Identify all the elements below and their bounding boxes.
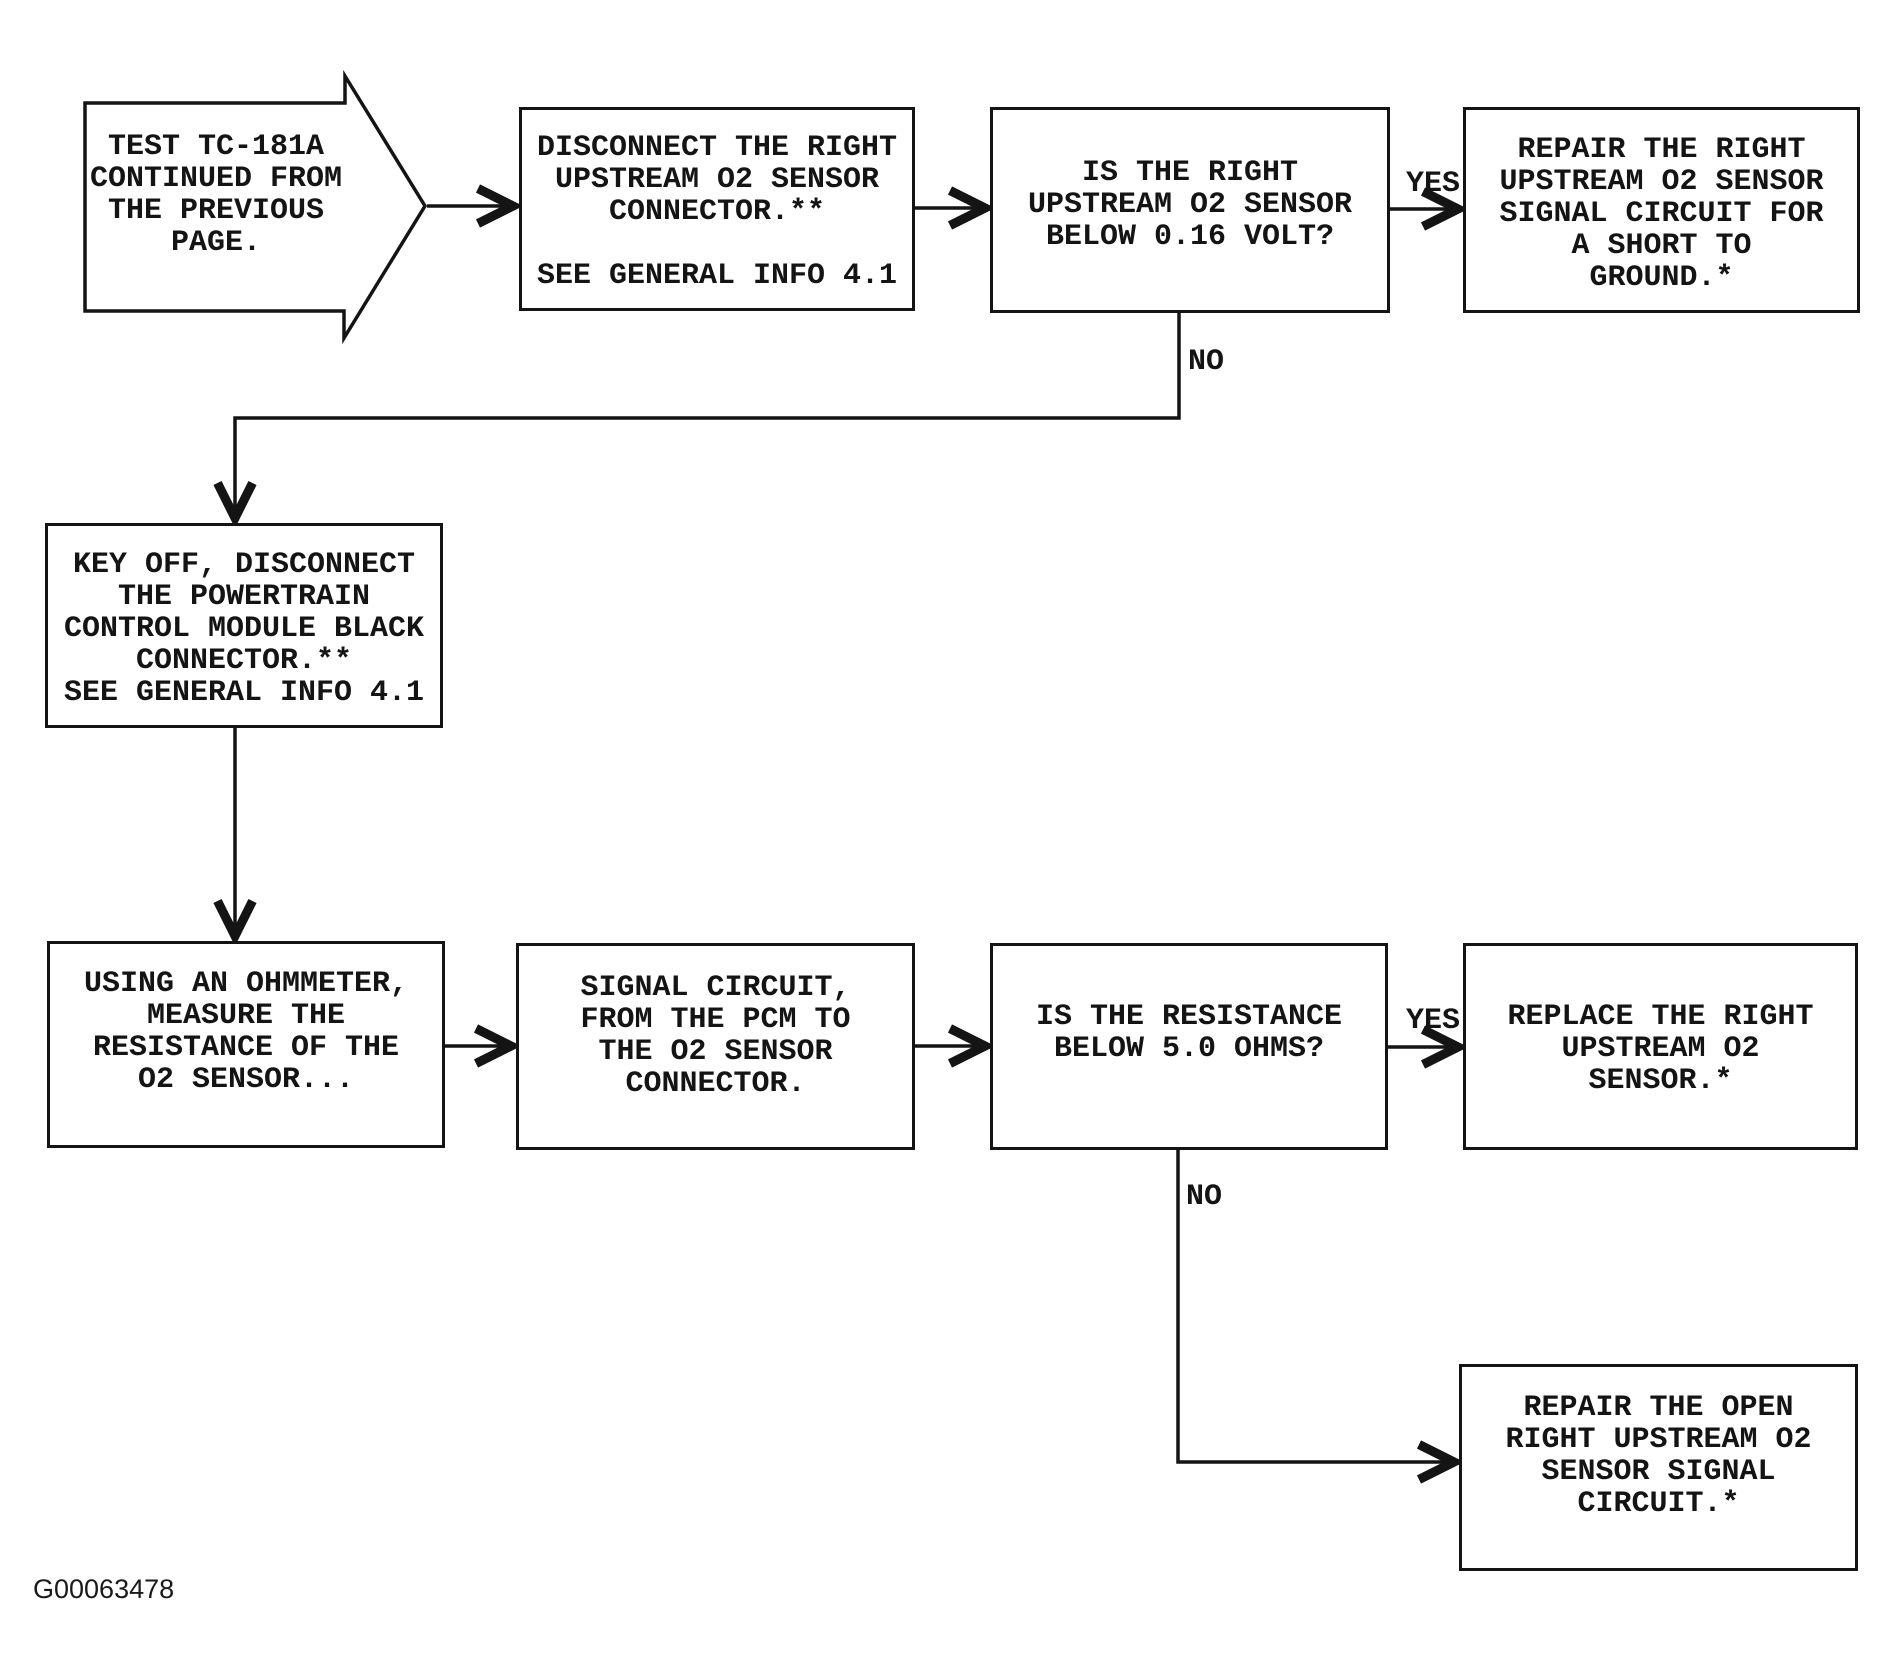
text-line: CONTINUED FROM (89, 162, 343, 196)
text-line: IS THE RESISTANCE (1035, 1000, 1343, 1034)
flow-node-repair-open-circuit: REPAIR THE OPEN RIGHT UPSTREAM O2 SENSOR… (1459, 1364, 1858, 1571)
flow-node-repair-short-to-ground: REPAIR THE RIGHT UPSTREAM O2 SENSOR SIGN… (1463, 107, 1860, 313)
text-line: CONNECTOR.** (135, 644, 353, 678)
text-line (522, 228, 912, 260)
flow-node-signal-circuit: SIGNAL CIRCUIT, FROM THE PCM TO THE O2 S… (516, 943, 915, 1150)
text-line: BELOW 5.0 OHMS? (1053, 1032, 1325, 1066)
text-line: DISCONNECT THE RIGHT (536, 131, 898, 165)
branch-label-resistance-yes: YES (1406, 1004, 1461, 1038)
text-line: UPSTREAM O2 SENSOR (554, 163, 880, 197)
text-line: SENSOR SIGNAL (1541, 1455, 1776, 1489)
text-line: SEE GENERAL INFO 4.1 (536, 259, 898, 293)
text-line: USING AN OHMMETER, (83, 967, 409, 1001)
text-line: RIGHT UPSTREAM O2 (1505, 1423, 1812, 1457)
text-line: UPSTREAM O2 (1561, 1032, 1760, 1066)
text-line: THE PREVIOUS (107, 194, 325, 228)
text-line: CONTROL MODULE BLACK (63, 612, 425, 646)
text-line: CONNECTOR. (625, 1067, 806, 1101)
flow-node-voltage-question: IS THE RIGHT UPSTREAM O2 SENSOR BELOW 0.… (990, 107, 1390, 313)
flow-node-ohmmeter-measure: USING AN OHMMETER, MEASURE THE RESISTANC… (47, 941, 445, 1148)
text-line: REPAIR THE RIGHT (1517, 133, 1806, 167)
text-line: SIGNAL CIRCUIT FOR (1499, 197, 1824, 231)
text-line: PAGE. (170, 226, 261, 260)
continuation-arrow-shape (83, 69, 428, 345)
text-line: A SHORT TO (1571, 229, 1752, 263)
flow-node-continuation: TEST TC-181A CONTINUED FROM THE PREVIOUS… (85, 103, 347, 339)
branch-label-voltage-no: NO (1188, 345, 1225, 379)
text-line: TEST TC-181A (107, 130, 325, 164)
text-line: CIRCUIT.* (1577, 1487, 1740, 1521)
flow-node-replace-sensor: REPLACE THE RIGHT UPSTREAM O2 SENSOR.* (1463, 943, 1858, 1150)
figure-id-label: G00063478 (33, 1574, 175, 1604)
text-line: BELOW 0.16 VOLT? (1045, 220, 1335, 254)
text-line: THE O2 SENSOR (598, 1035, 833, 1069)
text-line: SEE GENERAL INFO 4.1 (63, 676, 425, 710)
text-line: REPLACE THE RIGHT (1507, 1000, 1814, 1034)
text-line: THE POWERTRAIN (117, 580, 371, 614)
text-line: O2 SENSOR... (137, 1063, 355, 1097)
text-line: GROUND.* (1589, 261, 1734, 295)
connector-voltage-no (235, 313, 1181, 518)
branch-label-resistance-no: NO (1186, 1180, 1223, 1214)
text-line: KEY OFF, DISCONNECT (72, 548, 416, 582)
text-line: RESISTANCE OF THE (92, 1031, 400, 1065)
text-line: UPSTREAM O2 SENSOR (1027, 188, 1353, 222)
text-line: CONNECTOR.** (608, 195, 826, 229)
flow-node-disconnect-o2-connector: DISCONNECT THE RIGHT UPSTREAM O2 SENSOR … (519, 107, 915, 311)
branch-label-voltage-yes: YES (1406, 167, 1461, 201)
flow-node-resistance-question: IS THE RESISTANCE BELOW 5.0 OHMS? (990, 943, 1388, 1150)
text-line: MEASURE THE (146, 999, 346, 1033)
text-line: SENSOR.* (1588, 1064, 1733, 1098)
text-line: UPSTREAM O2 SENSOR (1499, 165, 1824, 199)
text-line: REPAIR THE OPEN (1523, 1391, 1794, 1425)
text-line: SIGNAL CIRCUIT, (580, 971, 851, 1005)
flow-node-key-off-disconnect-pcm: KEY OFF, DISCONNECT THE POWERTRAIN CONTR… (45, 523, 443, 728)
text-line: FROM THE PCM TO (580, 1003, 851, 1037)
text-line: IS THE RIGHT (1081, 156, 1299, 190)
connector-resistance-no (1176, 1150, 1454, 1462)
